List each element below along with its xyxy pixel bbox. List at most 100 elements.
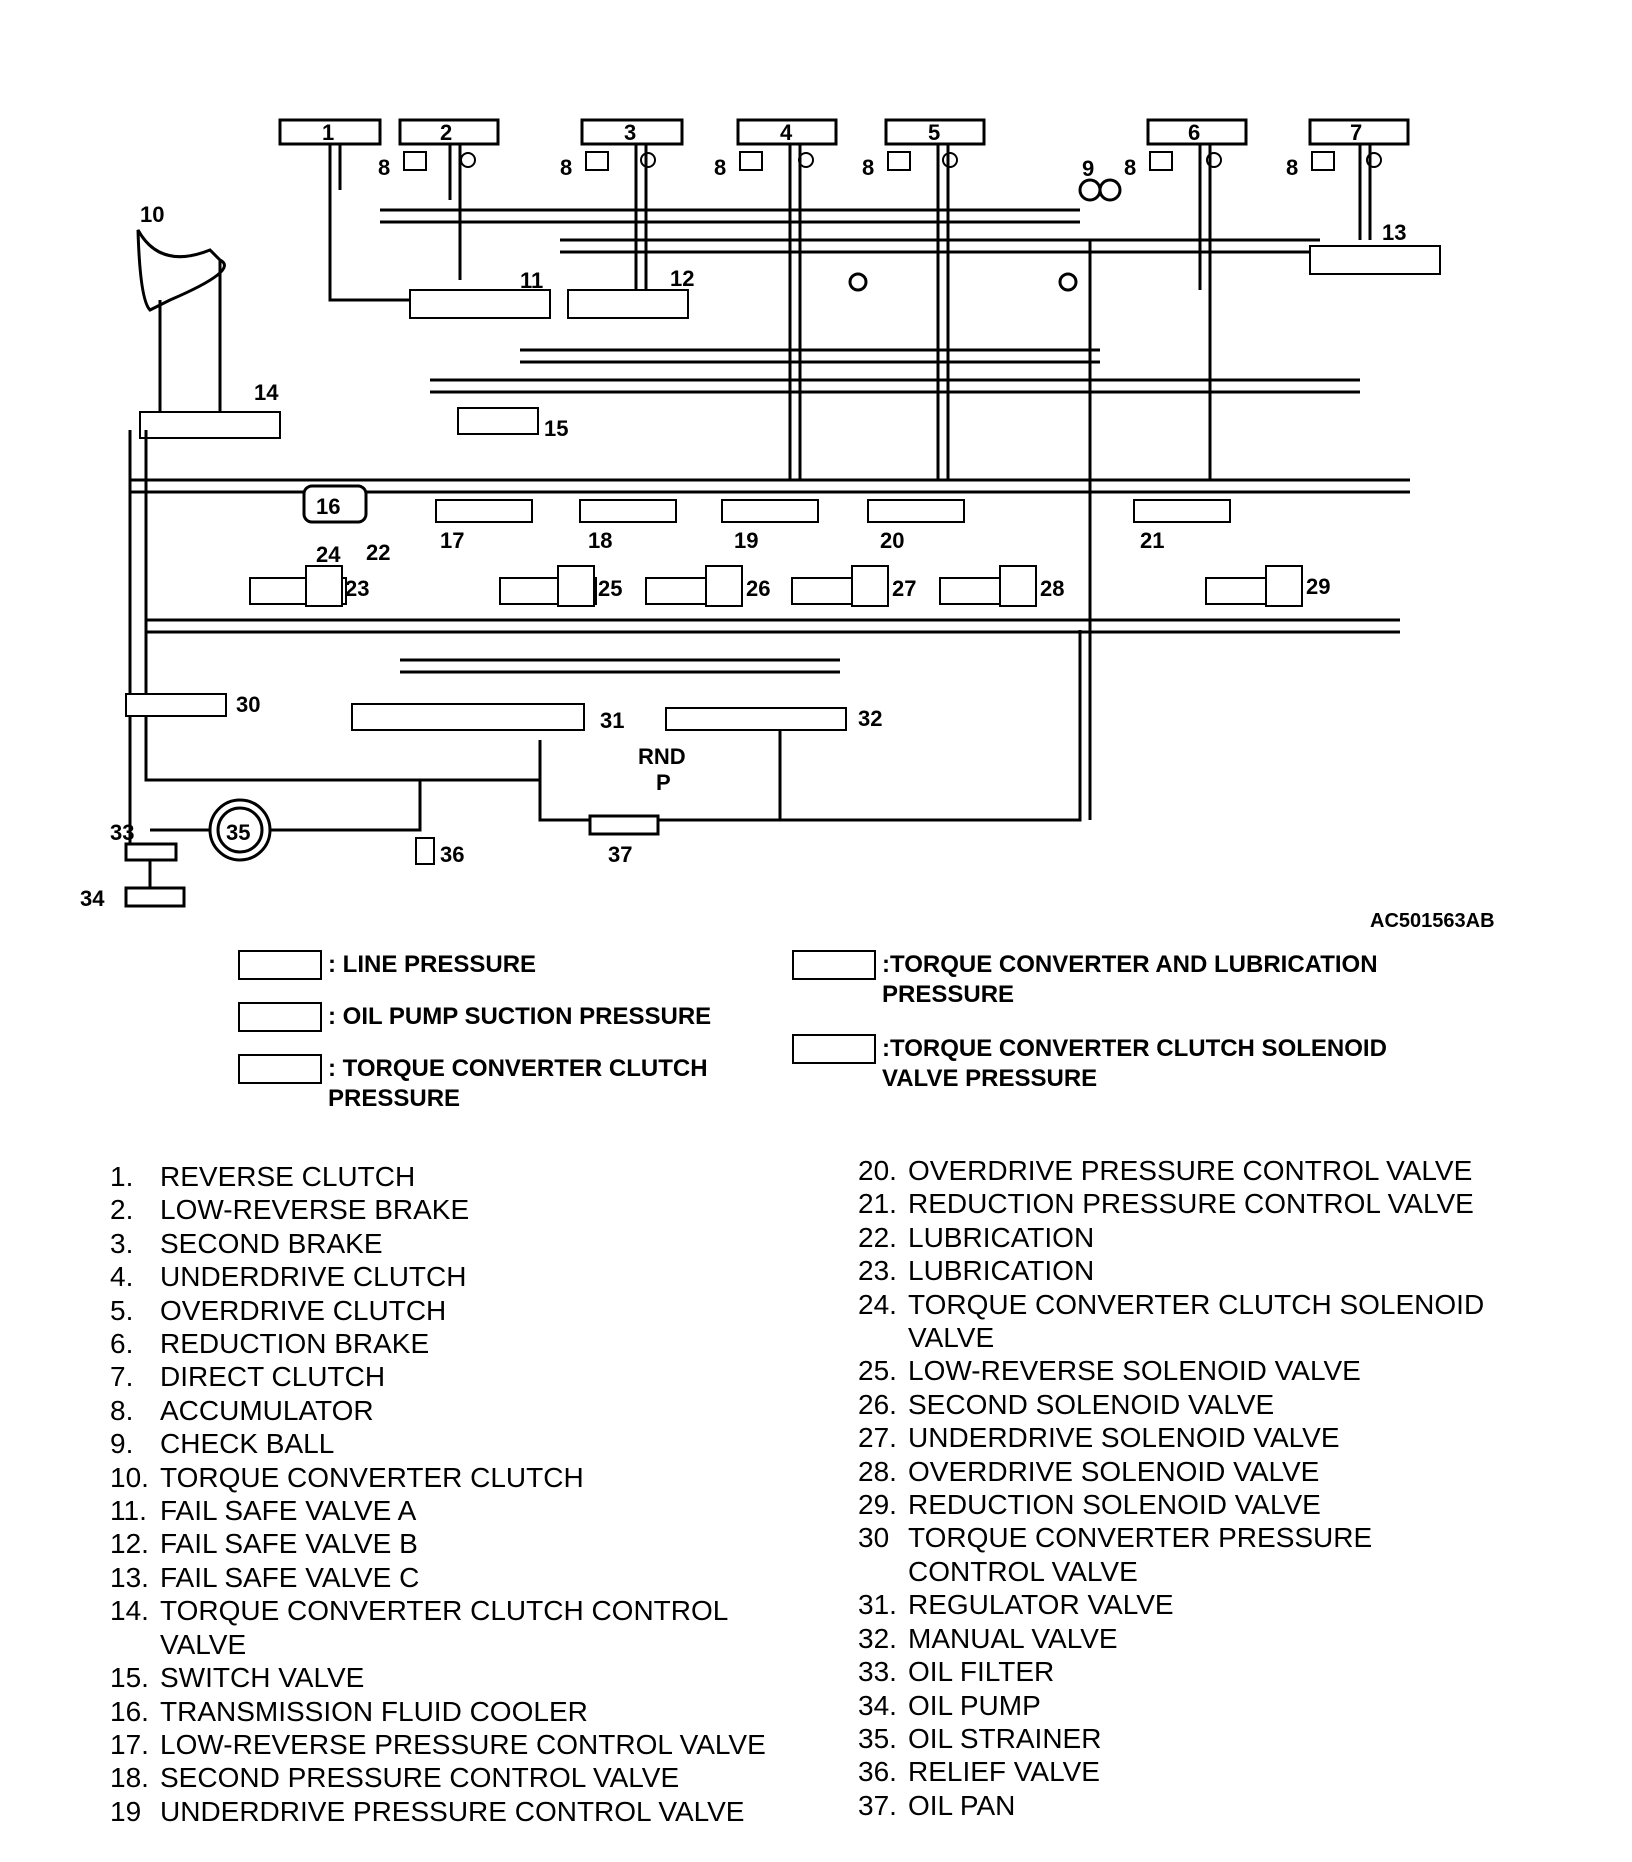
item-label: UNDERDRIVE SOLENOID VALVE (908, 1422, 1340, 1454)
box-5 (884, 118, 986, 146)
list-item: 36.RELIEF VALVE (858, 1755, 1484, 1788)
item-number: 8. (110, 1394, 134, 1426)
legend-line-pressure: : LINE PRESSURE (238, 950, 536, 980)
tc-pressure-control-valve (125, 693, 227, 717)
list-item: 7.DIRECT CLUTCH (110, 1360, 766, 1393)
list-item: 22.LUBRICATION (858, 1221, 1484, 1254)
accumulator-label: 8 (1124, 155, 1136, 180)
item-number: 19 (110, 1795, 142, 1827)
list-item: 2.LOW-REVERSE BRAKE (110, 1193, 766, 1226)
list-item: 8.ACCUMULATOR (110, 1394, 766, 1427)
list-item: 29.REDUCTION SOLENOID VALVE (858, 1488, 1484, 1521)
box-5-label: 5 (928, 120, 940, 145)
callout-22: 22 (366, 540, 390, 565)
item-label: TORQUE CONVERTER CLUTCH SOLENOID VALVE (908, 1288, 1485, 1354)
legend-text: :TORQUE CONVERTER CLUTCH SOLENOID VALVE … (882, 1035, 1387, 1092)
item-number: 12. (110, 1528, 149, 1560)
list-item: 13.FAIL SAFE VALVE C (110, 1561, 766, 1594)
item-number: 15. (110, 1662, 149, 1694)
item-label: UNDERDRIVE CLUTCH (160, 1261, 467, 1293)
legend-swatch (792, 950, 876, 980)
item-number: 24. (858, 1288, 897, 1320)
box-7-label: 7 (1350, 120, 1362, 145)
fail-safe-valve-a (409, 289, 551, 319)
item-label: CHECK BALL (160, 1428, 335, 1460)
callout-19: 19 (734, 528, 758, 553)
legend-text: :TORQUE CONVERTER AND LUBRICATION PRESSU… (882, 951, 1378, 1008)
callouts: 9 10 11 12 13 14 15 16 17 18 19 20 21 22… (80, 156, 1406, 911)
overdrive-pressure-control-valve (867, 499, 965, 523)
item-number: 17. (110, 1728, 149, 1760)
item-label: RELIEF VALVE (908, 1756, 1100, 1788)
item-number: 2. (110, 1194, 134, 1226)
list-item: 37.OIL PAN (858, 1789, 1484, 1822)
box-4-label: 4 (780, 120, 793, 145)
callout-14: 14 (254, 380, 279, 405)
accumulator-icon: 8 (378, 151, 476, 180)
callout-26: 26 (746, 576, 770, 601)
manual-positions-bottom: P (656, 770, 671, 795)
item-number: 29. (858, 1489, 897, 1521)
underdrive-pressure-control-valve (721, 499, 819, 523)
list-item: 17.LOW-REVERSE PRESSURE CONTROL VALVE (110, 1728, 766, 1761)
item-label: LUBRICATION (908, 1221, 1095, 1253)
accumulator-icon: 8 (1124, 151, 1222, 180)
item-number: 5. (110, 1294, 134, 1326)
item-number: 1. (110, 1161, 134, 1192)
callout-30: 30 (236, 692, 260, 717)
item-label: SWITCH VALVE (160, 1662, 365, 1694)
item-number: 34. (858, 1689, 897, 1721)
item-number: 33. (858, 1656, 897, 1688)
legend-oil-pump-suction: : OIL PUMP SUCTION PRESSURE (238, 1002, 711, 1032)
item-label: TORQUE CONVERTER CLUTCH CONTROL VALVE (160, 1595, 729, 1660)
callout-32: 32 (858, 706, 882, 731)
item-label: OVERDRIVE CLUTCH (160, 1294, 447, 1326)
item-label: SECOND SOLENOID VALVE (908, 1388, 1275, 1420)
accumulator-label: 8 (714, 155, 726, 180)
list-item: 28.OVERDRIVE SOLENOID VALVE (858, 1455, 1484, 1488)
tcc-control-valve (139, 411, 281, 439)
item-number: 32. (858, 1622, 897, 1654)
list-item: 6.REDUCTION BRAKE (110, 1327, 766, 1360)
legend-swatch (792, 1034, 876, 1064)
item-number: 9. (110, 1428, 134, 1460)
legend-tcc-solenoid: :TORQUE CONVERTER CLUTCH SOLENOID VALVE … (792, 1034, 1387, 1094)
callout-12: 12 (670, 266, 694, 291)
hydraulic-circuit-diagram: 1 2 3 4 5 6 7 8 8 8 8 (80, 118, 1441, 911)
list-item: 9. CHECK BALL (110, 1427, 766, 1460)
callout-37: 37 (608, 842, 632, 867)
list-item: 26.SECOND SOLENOID VALVE (858, 1388, 1484, 1421)
callout-34: 34 (80, 886, 105, 911)
list-item: 24. TORQUE CONVERTER CLUTCH SOLENOID VALV… (858, 1288, 1484, 1355)
list-item: 16.TRANSMISSION FLUID COOLER (110, 1695, 766, 1728)
callout-20: 20 (880, 528, 904, 553)
item-number: 16. (110, 1695, 149, 1727)
oil-filter (124, 842, 178, 862)
box-2-label: 2 (440, 120, 452, 145)
callout-33: 33 (110, 820, 134, 845)
callout-28: 28 (1040, 576, 1064, 601)
callout-25: 25 (598, 576, 622, 601)
list-item: 32.MANUAL VALVE (858, 1622, 1484, 1655)
transmission-fluid-cooler (302, 484, 368, 524)
reduction-pressure-control-valve (1133, 499, 1231, 523)
item-number: 21. (858, 1188, 897, 1220)
parts-list-left: 1.REVERSE CLUTCH 2.LOW-REVERSE BRAKE 3.S… (110, 1160, 766, 1828)
callout-27: 27 (892, 576, 916, 601)
relief-valve (415, 837, 435, 865)
callout-31: 31 (600, 708, 624, 733)
accumulator-icon: 8 (1286, 151, 1382, 180)
item-label: FAIL SAFE VALVE B (160, 1528, 418, 1560)
item-label: OIL FILTER (908, 1656, 1055, 1688)
list-item: 5. OVERDRIVE CLUTCH (110, 1294, 766, 1327)
item-number: 10. (110, 1461, 149, 1493)
callout-17: 17 (440, 528, 464, 553)
accumulator-label: 8 (378, 155, 390, 180)
item-label: UNDERDRIVE PRESSURE CONTROL VALVE (160, 1795, 745, 1827)
callout-13: 13 (1382, 220, 1406, 245)
item-label: OIL STRAINER (908, 1722, 1102, 1754)
list-item: 27.UNDERDRIVE SOLENOID VALVE (858, 1421, 1484, 1454)
list-item: 25.LOW-REVERSE SOLENOID VALVE (858, 1354, 1484, 1387)
item-number: 35. (858, 1722, 897, 1754)
